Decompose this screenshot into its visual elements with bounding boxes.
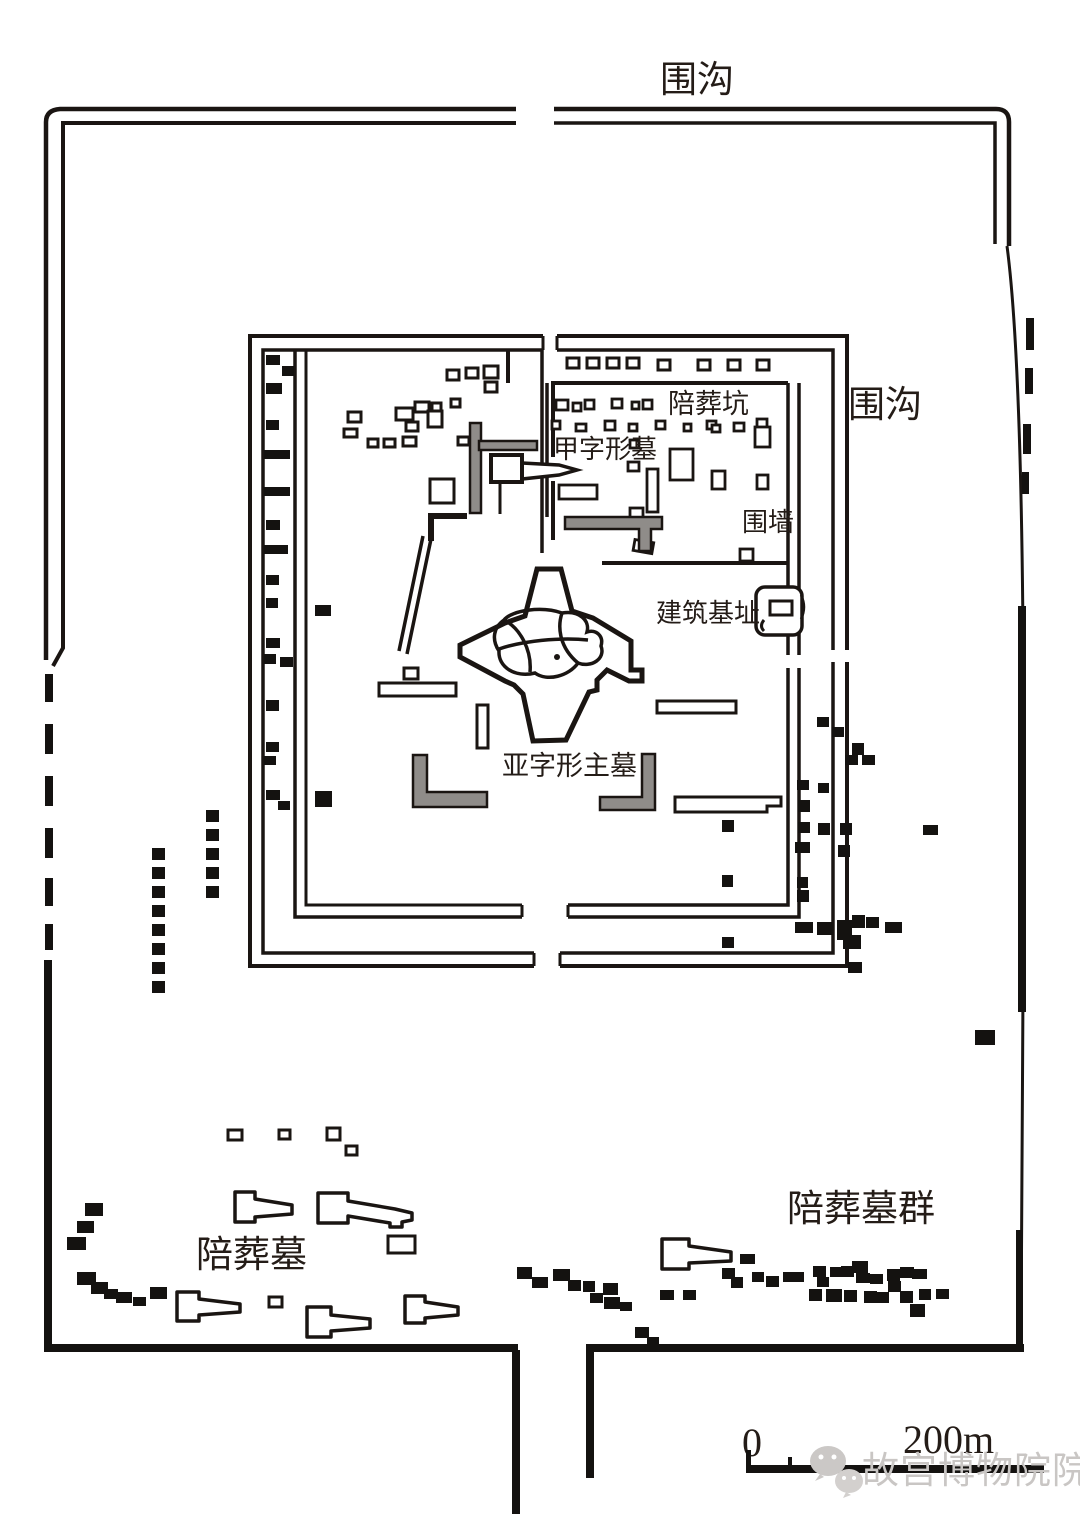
label-enclosure-wall: 围墙 (742, 508, 794, 537)
large-pit-square (428, 477, 456, 505)
satellite-tomb (660, 1237, 733, 1271)
tomb-ramp (520, 461, 584, 481)
south-open-pits (226, 1126, 417, 1309)
pit-scatter-northwest (342, 364, 500, 505)
gray-l-ramp-southeast (598, 752, 657, 812)
watermark-text: 故宫博物院院刊 (862, 1450, 1080, 1492)
east-markers (795, 717, 995, 1045)
gray-ramp-walled-enclosure (563, 515, 664, 553)
satellite-tomb (233, 1190, 294, 1224)
jia-shape-tomb-feature (397, 421, 584, 655)
tomb-chamber (489, 453, 524, 484)
main-tomb-disturbance (492, 607, 604, 679)
scale-end: 200m (903, 1417, 994, 1462)
label-tomb-group: 陪葬墓群 (787, 1188, 935, 1230)
pit-row-north (565, 356, 771, 372)
gray-l-ramp-southwest (411, 753, 489, 809)
north-corridor-right-wall (540, 350, 549, 553)
scale-start: 0 (742, 1420, 762, 1465)
label-outer-ditch: 围沟 (660, 60, 734, 101)
building-foundation-feature (754, 585, 806, 637)
east-ditch-dashes (1016, 318, 1034, 1348)
outer-ditch (43, 106, 1034, 1514)
pit-scatter-walled-enclosure (550, 397, 772, 563)
southeast-markers (517, 1254, 949, 1346)
diagonal-path-lines (397, 535, 433, 655)
notched-bar (673, 795, 783, 814)
satellite-tomb (316, 1191, 414, 1229)
satellite-tomb (175, 1290, 242, 1323)
gray-ramp-horizontal (477, 439, 539, 452)
gray-ramp-vertical (468, 421, 483, 515)
watermark: 故宫博物院院刊 (810, 1446, 1080, 1498)
ramped-satellite-tombs (175, 1190, 733, 1339)
west-ditch-dashes (44, 674, 1024, 1514)
main-tomb-outline (457, 566, 645, 744)
walled-enclosure (551, 381, 788, 565)
satellite-tomb (305, 1305, 372, 1339)
scale-bar: 0 200m (742, 1417, 1044, 1473)
main-tomb (457, 566, 645, 744)
wechat-logo-icon (810, 1446, 863, 1498)
label-burial-pits: 陪葬坑 (668, 389, 749, 419)
satellite-tomb (403, 1294, 460, 1325)
label-inner-ditch: 围沟 (848, 385, 922, 426)
label-jia-tomb: 甲字形墓 (553, 435, 657, 464)
label-main-tomb: 亚字形主墓 (502, 751, 637, 781)
black-wall-corner (428, 513, 467, 541)
label-satellite-tombs: 陪葬墓 (196, 1234, 307, 1276)
west-corridor-markers (264, 355, 332, 810)
label-building-foundation: 建筑基址 (656, 599, 760, 628)
southwest-markers (67, 1203, 167, 1306)
large-east-marker (975, 1030, 995, 1045)
inner-enclosure-ditch (248, 334, 849, 968)
labels: 围沟 围沟 陪葬坑 甲字形墓 围墙 建筑基址 亚字形主墓 陪葬墓群 陪葬墓 (196, 60, 935, 1276)
center-features (377, 666, 783, 948)
west-marker-columns (152, 810, 219, 993)
